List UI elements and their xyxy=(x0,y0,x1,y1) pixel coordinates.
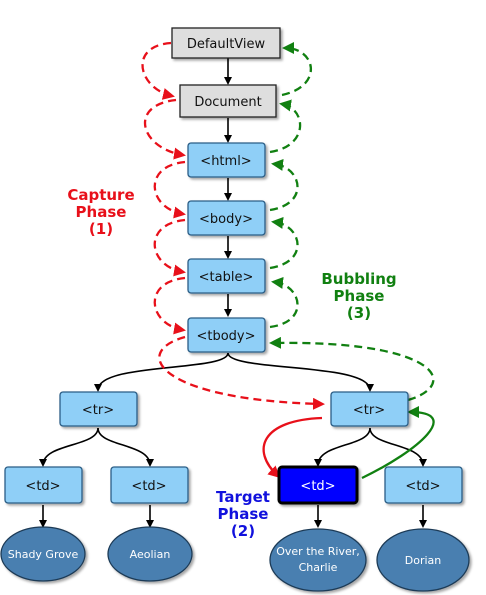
bubbling-arrows xyxy=(269,42,435,402)
node-body: <body> xyxy=(187,200,266,236)
node-td-target-label: <td> xyxy=(300,479,335,494)
leaf-3: Over the River, Charlie xyxy=(269,528,367,592)
node-html-label: <html> xyxy=(200,154,251,169)
bubbling-phase-line2: Phase xyxy=(334,287,385,305)
node-tr-right: <tr> xyxy=(330,391,409,427)
target-phase-label: Target Phase (2) xyxy=(216,488,270,540)
capture-arrow-5 xyxy=(153,276,186,335)
node-td-target: <td> xyxy=(277,465,359,505)
node-td-1-label: <td> xyxy=(25,479,60,494)
capture-arrow-4 xyxy=(153,218,186,277)
leaf-4-label: Dorian xyxy=(405,554,442,567)
edge-trleft-td1 xyxy=(39,427,99,467)
edge-trleft-td2 xyxy=(97,427,154,467)
node-body-label: <body> xyxy=(199,212,253,227)
leaf-4: Dorian xyxy=(376,528,470,592)
capture-arrow-3 xyxy=(153,160,186,219)
node-document-label: Document xyxy=(194,95,261,110)
bubble-arrow-2 xyxy=(269,99,302,154)
leaf-3-label-line2: Charlie xyxy=(299,561,338,574)
edge-tbody-tr-left xyxy=(94,352,229,392)
leaf-1-label: Shady Grove xyxy=(8,548,79,561)
edge-tbody-tr-right xyxy=(227,352,374,392)
node-tbody-label: <tbody> xyxy=(196,329,255,344)
capture-arrow-2 xyxy=(144,98,186,160)
node-td-4: <td> xyxy=(384,466,463,504)
node-defaultview: DefaultView xyxy=(171,27,281,59)
bubble-arrow-4 xyxy=(269,217,299,270)
capture-phase-line3: (1) xyxy=(89,220,113,238)
bubble-arrow-5 xyxy=(269,277,299,329)
target-phase-line3: (2) xyxy=(231,522,255,540)
node-td-2: <td> xyxy=(110,466,189,504)
node-html: <html> xyxy=(187,142,266,178)
leaf-2-label: Aeolian xyxy=(130,548,171,561)
target-phase-line2: Phase xyxy=(218,505,269,523)
node-td-2-label: <td> xyxy=(131,479,166,494)
node-tr-right-label: <tr> xyxy=(353,403,385,418)
node-td-4-label: <td> xyxy=(405,479,440,494)
node-table: <table> xyxy=(187,258,266,294)
capture-arrow-1 xyxy=(141,41,175,100)
edge-trright-td4 xyxy=(369,427,427,467)
bubble-arrow-3 xyxy=(269,159,299,212)
leaf-1: Shady Grove xyxy=(0,526,86,582)
node-tr-left-label: <tr> xyxy=(82,403,114,418)
bubble-from-target-arrow xyxy=(361,406,435,480)
node-table-label: <table> xyxy=(199,270,254,285)
node-td-1: <td> xyxy=(4,466,83,504)
capture-phase-line1: Capture xyxy=(67,186,134,204)
bubble-arrow-1 xyxy=(281,42,312,97)
bubbling-phase-line3: (3) xyxy=(347,304,371,322)
node-tbody: <tbody> xyxy=(187,317,266,353)
target-phase-line1: Target xyxy=(216,488,270,506)
leaf-3-label-line1: Over the River, xyxy=(276,545,360,558)
target-arrow xyxy=(262,416,323,479)
capture-phase-label: Capture Phase (1) xyxy=(67,186,134,238)
capture-arrow-6 xyxy=(158,335,325,410)
node-document: Document xyxy=(179,84,277,118)
capture-phase-line2: Phase xyxy=(76,203,127,221)
node-tr-left: <tr> xyxy=(59,391,138,427)
bubbling-phase-line1: Bubbling xyxy=(321,270,396,288)
bubbling-phase-label: Bubbling Phase (3) xyxy=(321,270,396,322)
leaf-2: Aeolian xyxy=(107,526,193,582)
node-defaultview-label: DefaultView xyxy=(187,37,266,52)
capture-arrows xyxy=(141,41,325,410)
edge-trright-tdtarget xyxy=(314,427,371,467)
bubble-arrow-6 xyxy=(269,336,435,402)
